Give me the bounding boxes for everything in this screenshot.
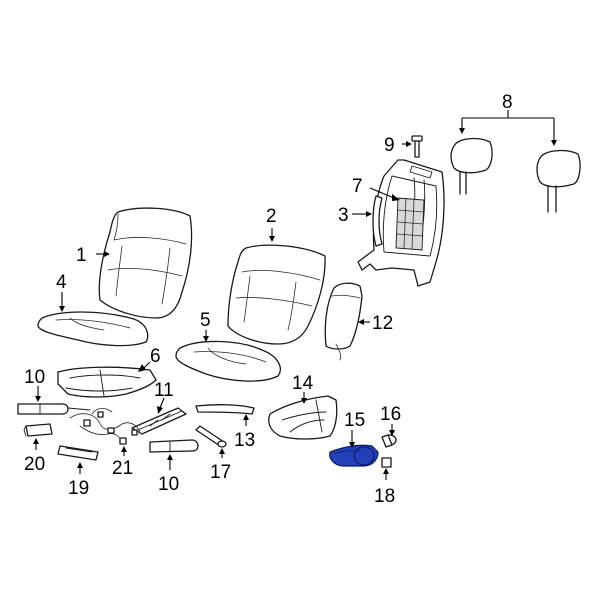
callout-3: 3 <box>338 205 349 226</box>
part-11-seat-track[interactable] <box>131 407 187 435</box>
part-13-shield-strip[interactable] <box>195 404 255 415</box>
callout-21: 21 <box>112 458 133 479</box>
part-20-switch[interactable] <box>23 423 53 437</box>
part-8-headrest-left[interactable] <box>450 137 493 195</box>
part-6-seat-frame[interactable] <box>57 366 157 398</box>
leader-lines <box>33 110 557 480</box>
part-17-rod[interactable] <box>195 425 227 448</box>
callout-18: 18 <box>374 486 395 507</box>
callout-10-bottom: 10 <box>158 474 179 495</box>
part-18-clip[interactable] <box>381 457 392 468</box>
part-16-cap[interactable] <box>381 434 397 448</box>
callout-9: 9 <box>384 135 395 156</box>
callout-17: 17 <box>210 462 231 483</box>
callout-15: 15 <box>344 410 365 431</box>
part-12-back-panel[interactable] <box>324 282 363 361</box>
callout-4: 4 <box>56 272 67 293</box>
part-19-trim-strip[interactable] <box>57 445 99 461</box>
callout-5: 5 <box>200 310 211 331</box>
callout-6: 6 <box>150 346 161 367</box>
callout-2: 2 <box>266 206 277 227</box>
callout-1: 1 <box>76 245 87 266</box>
part-10-track-cover-a[interactable] <box>17 403 91 415</box>
part-10-track-cover-b[interactable] <box>149 439 199 453</box>
part-2-seat-back-cushion[interactable] <box>227 244 326 345</box>
part-5-seat-cushion[interactable] <box>175 340 281 382</box>
callout-7: 7 <box>352 176 363 197</box>
part-15-recliner-cover[interactable] <box>329 444 379 467</box>
part-4-seat-cushion[interactable] <box>37 311 149 347</box>
callout-11: 11 <box>154 380 174 401</box>
callout-labels: 1 2 3 7 9 8 4 5 12 6 10 11 14 15 16 13 1… <box>24 92 513 507</box>
callout-12: 12 <box>372 313 393 334</box>
callout-19: 19 <box>68 478 89 499</box>
part-7-lumbar-support[interactable] <box>395 197 425 251</box>
callout-8: 8 <box>502 92 513 113</box>
callout-16: 16 <box>380 404 401 425</box>
part-9-headrest-guide[interactable] <box>411 135 423 158</box>
callout-13: 13 <box>234 430 255 451</box>
part-14-side-shield[interactable] <box>268 395 338 440</box>
callout-10-top: 10 <box>24 367 45 388</box>
part-21-wiring-harness[interactable] <box>69 408 141 445</box>
part-8-headrest-right[interactable] <box>536 149 581 213</box>
callout-20: 20 <box>24 454 45 475</box>
part-1-seat-back-cushion[interactable] <box>98 207 193 319</box>
callout-14: 14 <box>292 373 314 394</box>
